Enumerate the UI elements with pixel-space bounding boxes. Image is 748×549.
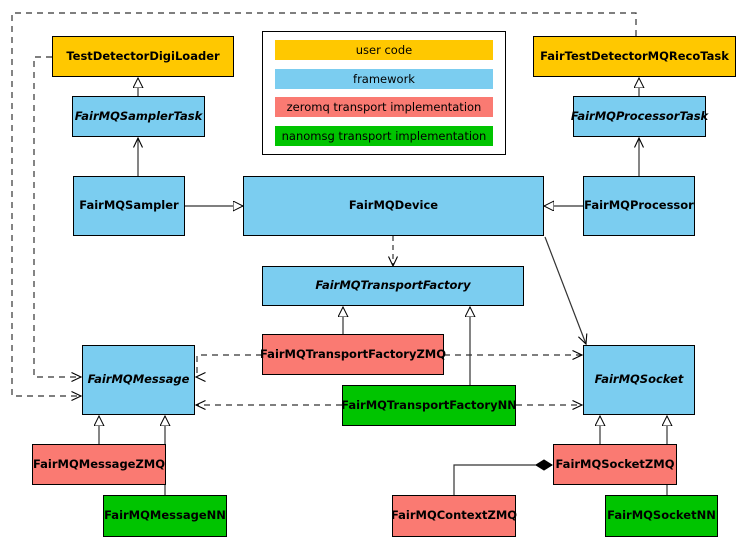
class-label-fairmq-processor: FairMQProcessor [584, 198, 694, 213]
edge-factoryzmq-creates-message [194, 354, 262, 382]
class-label-fairmq-socket: FairMQSocket [594, 372, 684, 387]
class-label-fairmq-message-zmq: FairMQMessageZMQ [32, 456, 166, 471]
class-box-fairmq-transport-factory[interactable]: FairMQTransportFactory [262, 266, 524, 306]
class-box-fairtestdetector-mq-recotask[interactable]: FairTestDetectorMQRecoTask [533, 36, 736, 77]
legend-label-nanomsg: nanomsg transport implementation [281, 128, 487, 143]
class-label-fairmq-message-nn: FairMQMessageNN [104, 508, 226, 523]
class-label-fairmq-socket-zmq: FairMQSocketZMQ [555, 456, 675, 471]
class-label-fairmq-sampler-task: FairMQSamplerTask [74, 108, 203, 123]
class-box-fairmq-message-nn[interactable]: FairMQMessageNN [103, 495, 227, 537]
class-box-test-detector-digi-loader[interactable]: TestDetectorDigiLoader [52, 36, 234, 77]
class-label-fairmq-context-zmq: FairMQContextZMQ [390, 508, 518, 523]
class-box-fairmq-message[interactable]: FairMQMessage [82, 345, 195, 415]
class-label-fairmq-socket-nn: FairMQSocketNN [607, 508, 716, 523]
class-box-fairmq-transport-factory-nn[interactable]: FairMQTransportFactoryNN [341, 385, 517, 426]
class-label-fairmq-transport-factory-nn: FairMQTransportFactoryNN [341, 397, 517, 412]
class-label-fairmq-transport-factory-zmq: FairMQTransportFactoryZMQ [260, 346, 447, 361]
class-label-fairmq-transport-factory: FairMQTransportFactory [315, 278, 471, 293]
class-label-fairmq-sampler: FairMQSampler [79, 198, 179, 213]
edge-socketzmq-composes-contextzmq [453, 465, 552, 495]
legend-entry-zeromq: zeromq transport implementation [275, 97, 493, 118]
color-legend: user code framework zeromq transport imp… [262, 31, 506, 155]
legend-label-user-code: user code [355, 43, 413, 58]
class-box-fairmq-device[interactable]: FairMQDevice [243, 176, 544, 236]
class-label-test-detector-digi-loader: TestDetectorDigiLoader [66, 48, 220, 63]
class-box-fairmq-processor[interactable]: FairMQProcessor [583, 176, 695, 236]
legend-entry-user-code: user code [275, 40, 493, 61]
class-label-fairtestdetector-mq-recotask: FairTestDetectorMQRecoTask [540, 48, 729, 63]
class-box-fairmq-sampler-task[interactable]: FairMQSamplerTask [72, 96, 205, 137]
class-box-fairmq-processor-task[interactable]: FairMQProcessorTask [570, 96, 709, 137]
class-label-fairmq-processor-task: FairMQProcessorTask [570, 108, 709, 123]
class-box-fairmq-transport-factory-zmq[interactable]: FairMQTransportFactoryZMQ [260, 334, 447, 375]
legend-entry-framework: framework [275, 68, 493, 89]
class-box-fairmq-context-zmq[interactable]: FairMQContextZMQ [390, 495, 518, 537]
class-label-fairmq-message: FairMQMessage [87, 372, 190, 387]
class-box-fairmq-socket[interactable]: FairMQSocket [583, 345, 695, 415]
edge-device-uses-socket [544, 236, 588, 346]
class-box-fairmq-socket-zmq[interactable]: FairMQSocketZMQ [553, 444, 677, 485]
legend-label-framework: framework [353, 71, 415, 86]
class-box-fairmq-socket-nn[interactable]: FairMQSocketNN [605, 495, 718, 537]
legend-entry-nanomsg: nanomsg transport implementation [275, 125, 493, 146]
legend-label-zeromq: zeromq transport implementation [286, 100, 482, 115]
class-box-fairmq-sampler[interactable]: FairMQSampler [73, 176, 185, 236]
class-box-fairmq-message-zmq[interactable]: FairMQMessageZMQ [32, 444, 166, 485]
class-label-fairmq-device: FairMQDevice [348, 198, 439, 213]
